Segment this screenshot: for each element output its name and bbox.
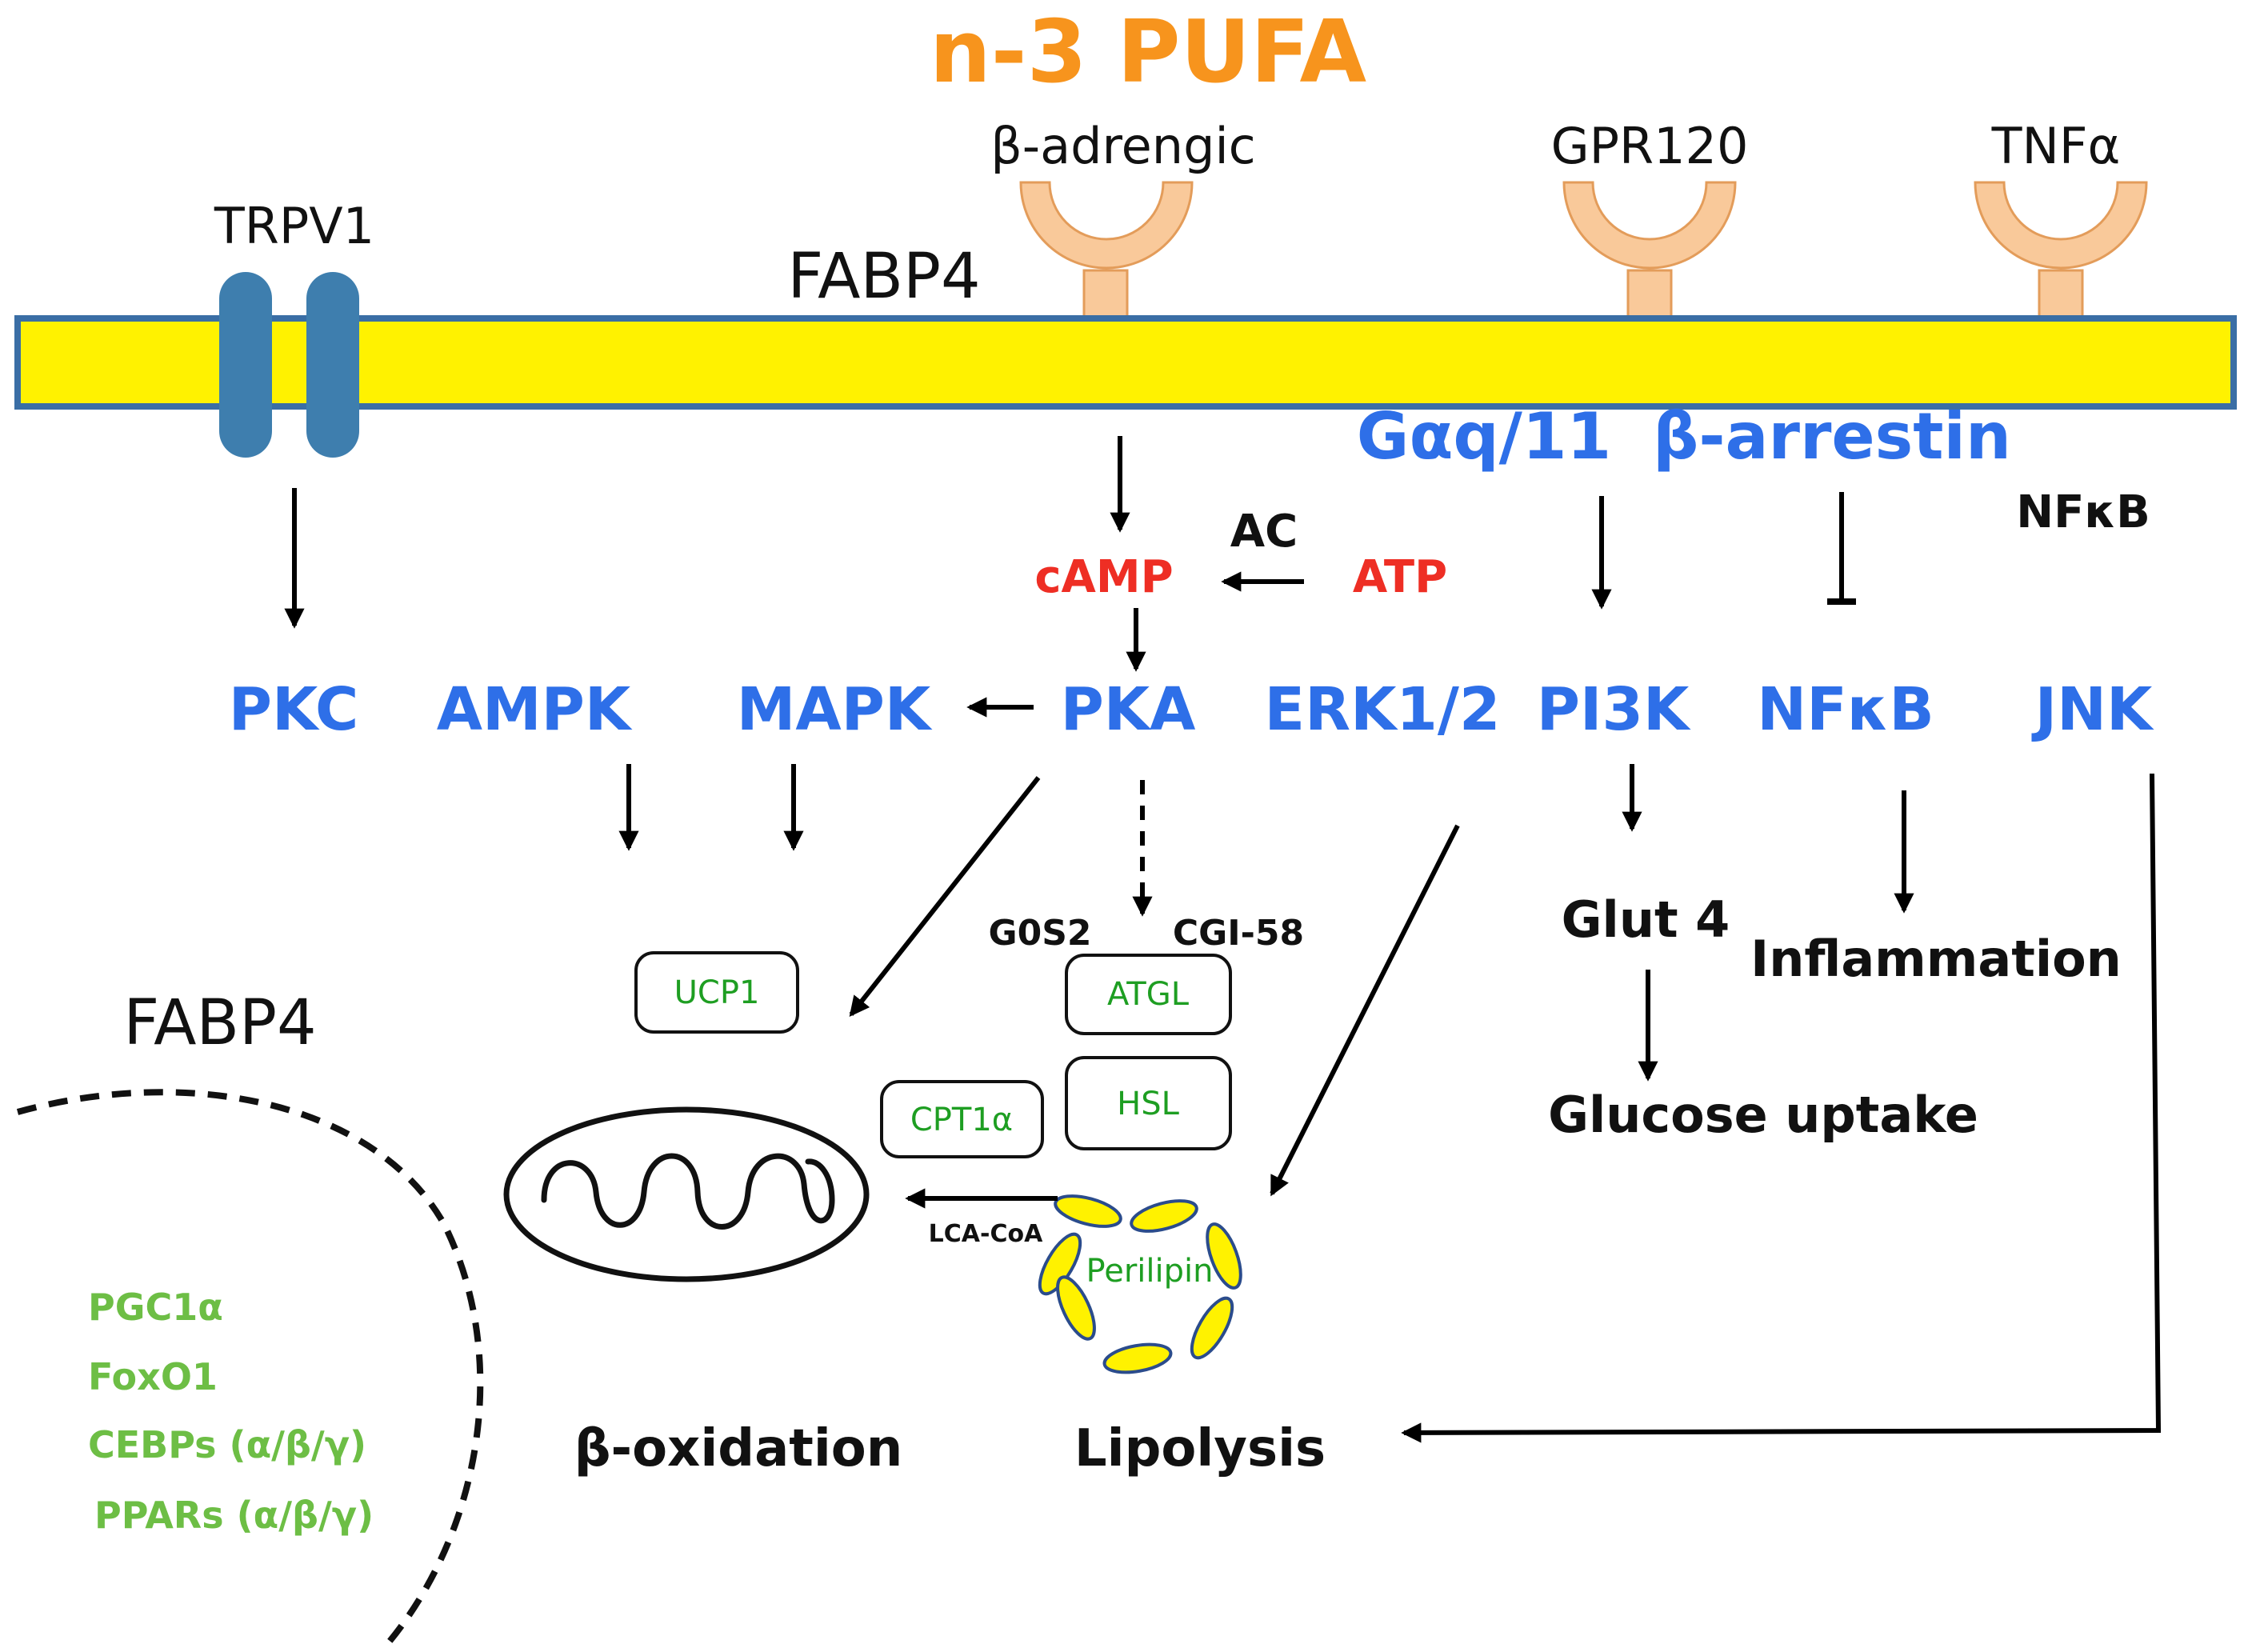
pi3k-label: PI3K	[1537, 675, 1691, 744]
tnfa-label: TNFα	[1991, 117, 2121, 175]
glucose-uptake-label: Glucose uptake	[1548, 1086, 1978, 1144]
atp-label: ATP	[1353, 551, 1447, 603]
mitochondrion-icon	[503, 1106, 870, 1282]
nfkb-label: NFκB	[1757, 675, 1934, 744]
arrow-erk-lipolysis	[1270, 824, 1460, 1197]
arrow-pka-ucp1	[849, 776, 1041, 1017]
atgl-label: ATGL	[1107, 976, 1190, 1013]
membrane-fabp4-label: FABP4	[787, 241, 980, 313]
beta-arrestin-label: β-arrestin	[1653, 399, 2011, 474]
hsl-label: HSL	[1117, 1086, 1179, 1122]
trpv1-channel-icon	[219, 272, 359, 458]
gaq11-label: Gαq/11	[1357, 399, 1611, 474]
inflammation-label: Inflammation	[1750, 930, 2122, 988]
atgl-box: ATGL	[1065, 954, 1232, 1035]
lipolysis-label: Lipolysis	[1074, 1419, 1326, 1478]
gpr120-label: GPR120	[1551, 117, 1749, 175]
arrows	[284, 436, 2162, 1443]
tnfa-receptor-icon	[1974, 181, 2148, 320]
nfkb-inhibitor-label: NFκB	[2016, 486, 2150, 538]
erk12-label: ERK1/2	[1265, 675, 1501, 744]
perilipin-label: Perilipin	[1086, 1253, 1214, 1290]
cpt1a-label: CPT1α	[910, 1102, 1013, 1138]
pka-label: PKA	[1061, 675, 1196, 744]
lca-coa-label: LCA-CoA	[929, 1220, 1043, 1248]
tf-foxo1: FoxO1	[88, 1355, 218, 1398]
tf-pgc1a: PGC1α	[88, 1286, 223, 1329]
arrow-jnk-lipolysis	[1401, 773, 2162, 1443]
g0s2-label: G0S2	[988, 913, 1091, 954]
pkc-label: PKC	[229, 675, 359, 744]
lipid-droplet-icon: Perilipin	[1038, 1194, 1242, 1374]
mapk-label: MAPK	[737, 675, 933, 744]
hsl-box: HSL	[1065, 1056, 1232, 1150]
beta-oxidation-label: β-oxidation	[574, 1419, 903, 1478]
ucp1-box: UCP1	[634, 951, 799, 1034]
tf-ppars: PPARs (α/β/γ)	[94, 1494, 374, 1537]
cgi58-label: CGI-58	[1173, 913, 1304, 954]
diagram-title: n-3 PUFA	[930, 2, 1367, 102]
beta-adrenergic-label: β-adrengic	[990, 117, 1256, 175]
ac-label: AC	[1230, 506, 1298, 558]
trpv1-label: TRPV1	[214, 197, 374, 255]
nucleus-boundary	[16, 1089, 484, 1650]
glut4-label: Glut 4	[1562, 890, 1730, 949]
tf-cebps: CEBPs (α/β/γ)	[88, 1423, 366, 1466]
cell-membrane	[14, 315, 2237, 410]
ucp1-label: UCP1	[674, 974, 760, 1011]
ampk-label: AMPK	[437, 675, 633, 744]
camp-label: cAMP	[1034, 551, 1173, 603]
jnk-label: JNK	[2031, 675, 2154, 744]
gpr120-receptor-icon	[1562, 181, 1737, 320]
beta-adrenergic-receptor-icon	[1019, 181, 1194, 320]
cpt1a-box: CPT1α	[880, 1080, 1044, 1158]
nucleus-fabp4-label: FABP4	[123, 987, 316, 1059]
